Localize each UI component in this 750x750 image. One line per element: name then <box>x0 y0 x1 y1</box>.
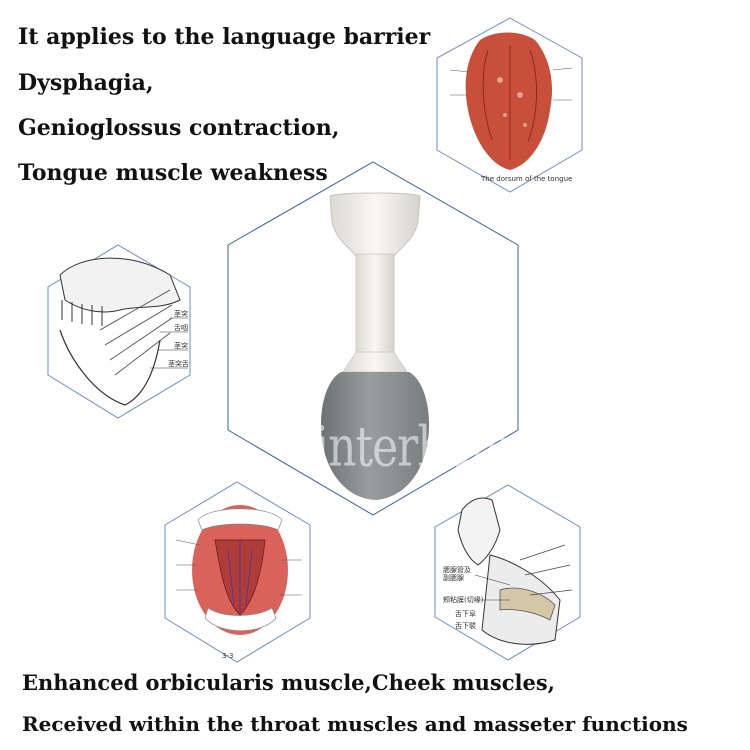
mouthpiece-cup <box>329 192 421 257</box>
headline-dysphagia: Dysphagia, <box>18 70 154 96</box>
skull-label-4: 茎突舌 <box>168 359 189 368</box>
skull-label-1: 茎突 <box>174 309 188 318</box>
watermark-text: interhome <box>315 415 537 480</box>
skull-label-3: 茎突 <box>174 341 188 350</box>
headline-genioglossus: Genioglossus contraction, <box>18 115 340 141</box>
footer-orbicularis: Enhanced orbicularis muscle,Cheek muscle… <box>22 670 555 695</box>
jaw-label-4: 舌下阜 <box>455 609 476 618</box>
tongue-caption: The dorsum of the tongue <box>480 175 572 183</box>
jaw-label-2: 副腮腺 <box>443 573 464 582</box>
center-hexagon <box>227 161 519 516</box>
tongue-diagram: The dorsum of the tongue <box>436 17 583 193</box>
headline-tongue-weakness: Tongue muscle weakness <box>18 160 328 186</box>
jaw-label-3: 颊粘膜(切缘) <box>443 595 484 604</box>
skull-muscle-diagram: 茎突 舌咽 茎突 茎突舌 <box>47 244 191 419</box>
tongue-trainer-product <box>320 192 430 500</box>
jaw-label-5: 舌下襞 <box>455 621 476 630</box>
footer-throat-masseter: Received within the throat muscles and m… <box>22 712 688 736</box>
skull-label-2: 舌咽 <box>174 323 188 332</box>
mouth-diagram: 3-3 <box>164 481 311 663</box>
trainer-stem <box>355 253 395 355</box>
headline-language-barrier: It applies to the language barrier <box>18 24 431 50</box>
squeeze-bulb <box>320 372 430 500</box>
jaw-label-1: 腮腺管及 <box>443 565 471 574</box>
jaw-diagram: 腮腺管及 副腮腺 颊粘膜(切缘) 舌下阜 舌下襞 <box>434 484 581 661</box>
mouth-label: 3-3 <box>222 652 233 660</box>
